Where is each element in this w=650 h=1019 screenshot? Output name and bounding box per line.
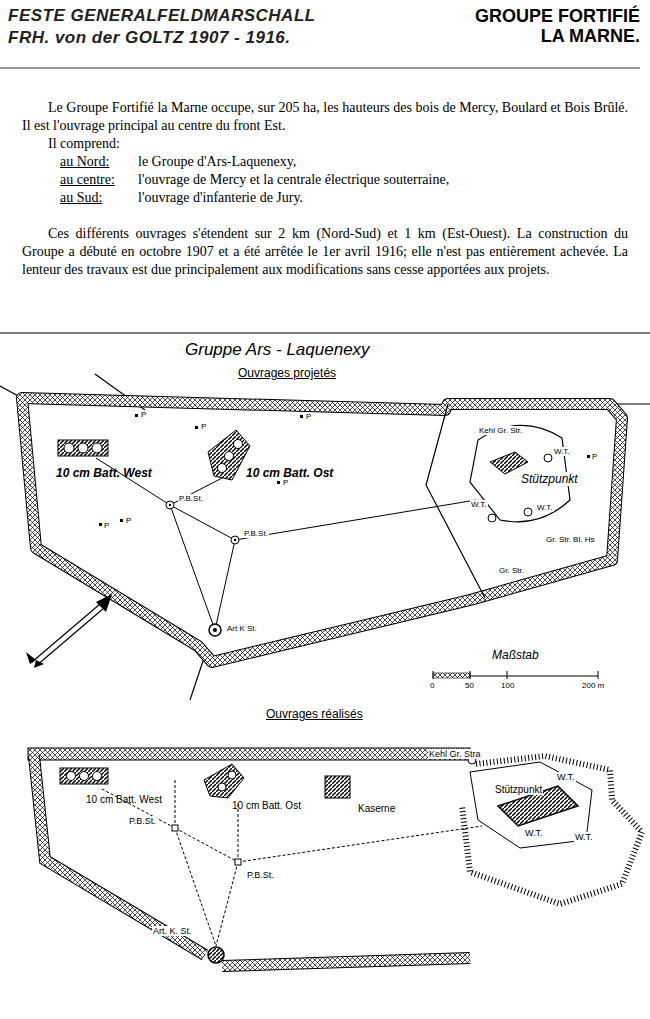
- callout-letter: P: [126, 516, 131, 525]
- body-text: au Sud:: [60, 189, 102, 207]
- plan-label: W.T.: [556, 772, 576, 782]
- plan-label: W.T.: [524, 828, 544, 838]
- scale-title: Maßstab: [492, 648, 539, 662]
- plan-label: P.B.St.: [246, 870, 275, 880]
- plan-label: W.T.: [553, 447, 571, 456]
- scale-number: 50: [465, 681, 474, 690]
- callout-letter: P: [104, 521, 109, 530]
- page-heading: GROUPE FORTIFIÉ LA MARNE.: [465, 6, 640, 46]
- body-text: au Nord:: [60, 153, 109, 171]
- body-text: l'ouvrage d'infanterie de Jury.: [138, 189, 303, 207]
- plan-label: P.B.St.: [178, 494, 204, 503]
- body-text: le Groupe d'Ars-Laquenexy,: [138, 153, 296, 171]
- plan-label: 10 cm Batt. West: [56, 466, 152, 480]
- callout-letter: P: [141, 410, 146, 419]
- plan-label: Art. K. St.: [152, 926, 193, 936]
- callout-letter: P: [283, 478, 288, 487]
- body-text: au centre:: [60, 171, 115, 189]
- plan-subtitle: Ouvrages réalisés: [266, 707, 363, 721]
- plan-label: Stützpunkt: [494, 784, 543, 795]
- plan-label: Gr. Str.: [498, 566, 525, 575]
- plan-label: W.T.: [536, 503, 554, 512]
- plan-label: 10 cm Batt. West: [86, 794, 162, 805]
- plan-label: W.T.: [470, 500, 488, 509]
- plan-title: Gruppe Ars - Laquenexy: [185, 340, 370, 360]
- callout-letter: P: [592, 452, 597, 461]
- plan-label: Stützpunkt: [520, 472, 579, 486]
- plan-subtitle: Ouvrages projetés: [238, 366, 336, 380]
- header-text: FESTE GENERALFELDMARSCHALL: [8, 6, 316, 26]
- plan-label: Kaserne: [358, 803, 395, 814]
- plan-label: P.B.St.: [243, 529, 269, 538]
- scale-number: 200 m: [582, 681, 604, 690]
- plan-label: Kehl Gr. Stra: [428, 749, 482, 759]
- scale-number: 100: [501, 681, 514, 690]
- plan-label: P.B.St.: [128, 816, 157, 826]
- header-text: FRH. von der GOLTZ 1907 - 1916.: [8, 28, 291, 48]
- callout-letter: P: [306, 412, 311, 421]
- plan-label: 10 cm Batt. Ost: [246, 466, 333, 480]
- plan-label: W.T.: [574, 832, 594, 842]
- body-text: Ces différents ouvrages s'étendent sur 2…: [22, 225, 628, 279]
- plan-label: 10 cm Batt. Ost: [232, 800, 301, 811]
- plan-label: Art K St.: [226, 624, 258, 633]
- body-text: Le Groupe Fortifié la Marne occupe, sur …: [22, 99, 628, 135]
- scale-number: 0: [430, 681, 434, 690]
- plan-label: Kehl Gr. Str.: [478, 426, 523, 435]
- body-text: Il comprend:: [48, 135, 120, 153]
- plan-label: Gr. Str. Bl. Hs: [545, 535, 595, 544]
- callout-letter: P: [201, 422, 206, 431]
- body-text: l'ouvrage de Mercy et la centrale électr…: [138, 171, 449, 189]
